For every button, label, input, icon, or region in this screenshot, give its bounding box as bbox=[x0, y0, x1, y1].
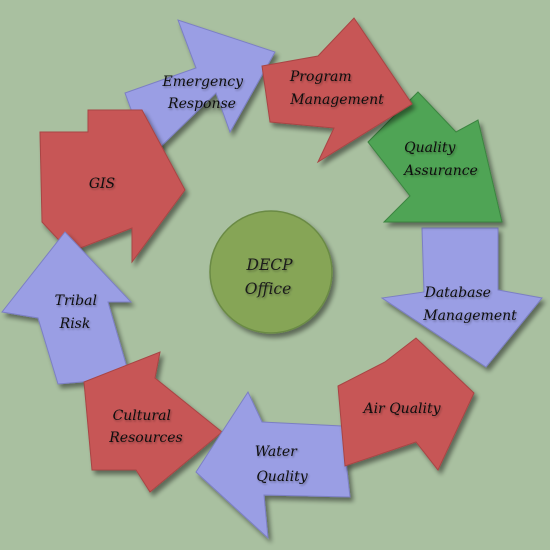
arrow-label: GIS bbox=[89, 176, 115, 192]
arrow-emergency-response: Emergency Response bbox=[124, 19, 276, 159]
arrow-air-quality: Air Quality bbox=[337, 337, 475, 471]
arrow-shape bbox=[380, 227, 543, 368]
arrow-quality-assurance: Quality Assurance bbox=[367, 91, 503, 223]
arrow-shape bbox=[1, 231, 133, 385]
arrow-shape bbox=[261, 17, 413, 164]
arrow-program-management: Program Management bbox=[261, 17, 413, 164]
arrow-shape bbox=[337, 337, 475, 471]
arrow-tribal-risk: Tribal Risk bbox=[1, 231, 133, 385]
arrow-label: Water Quality bbox=[255, 444, 309, 485]
arrow-label: Database Management bbox=[422, 285, 517, 324]
arrow-water-quality: Water Quality bbox=[195, 390, 351, 540]
center-label: DECP Office bbox=[245, 256, 298, 298]
center-node: DECP Office bbox=[209, 210, 333, 334]
arrow-shape bbox=[39, 109, 186, 264]
arrow-label: Quality Assurance bbox=[402, 140, 478, 179]
arrow-label: Cultural Resources bbox=[108, 408, 182, 446]
arrow-label: Air Quality bbox=[361, 401, 441, 417]
arrow-database-management: Database Management bbox=[380, 227, 543, 368]
arrow-gis: GIS bbox=[39, 109, 186, 264]
arrow-shape bbox=[83, 351, 223, 493]
arrow-label: Program Management bbox=[289, 69, 384, 108]
center-circle bbox=[209, 210, 333, 334]
arrow-label: Tribal Risk bbox=[55, 293, 102, 332]
arrow-shape bbox=[367, 91, 503, 223]
arrow-shape bbox=[195, 390, 351, 540]
arrow-cultural-resources: Cultural Resources bbox=[83, 351, 223, 493]
arrow-label: Emergency Response bbox=[162, 74, 248, 112]
